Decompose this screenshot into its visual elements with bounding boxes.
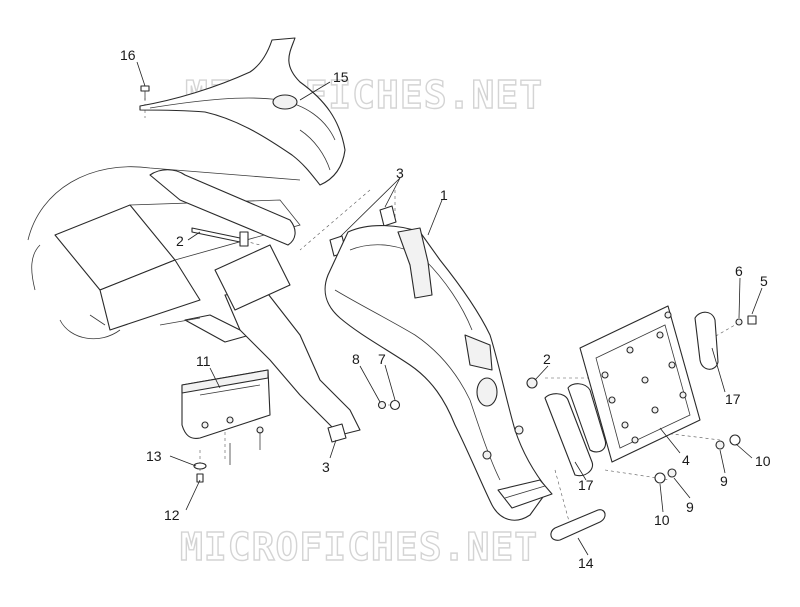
screw-part-12 [196, 473, 204, 483]
callout-9-bottom: 9 [686, 499, 694, 515]
callout-6: 6 [735, 263, 743, 279]
screw-part-5 [747, 315, 757, 325]
callout-17-center: 17 [578, 477, 594, 493]
callout-14: 14 [578, 555, 594, 571]
washer-part-10-right [729, 434, 741, 446]
callout-5: 5 [760, 273, 768, 289]
screw-part-16 [140, 85, 150, 100]
rear-cover-part-15 [139, 37, 346, 186]
nut-part-9-right [715, 440, 725, 450]
nut-part-9-bottom [667, 468, 677, 478]
rear-frame [27, 166, 361, 436]
callout-12: 12 [164, 507, 180, 523]
callout-7: 7 [378, 351, 386, 367]
nut-part-8 [377, 400, 387, 410]
leader-lines [136, 61, 763, 556]
plate-holder-part-4 [579, 305, 701, 463]
callout-2-right: 2 [543, 351, 551, 367]
mudguard-part-1 [324, 225, 553, 521]
callout-11: 11 [196, 353, 211, 369]
callout-13: 13 [146, 448, 162, 464]
nut-part-6 [735, 318, 743, 326]
callout-3-top: 3 [396, 165, 404, 181]
callout-8: 8 [352, 351, 360, 367]
washer-part-10-bottom [654, 472, 666, 484]
callout-16: 16 [120, 47, 136, 63]
callout-17-right: 17 [725, 391, 741, 407]
bolt-part-2-right [526, 377, 538, 389]
reflector-part-14 [550, 509, 606, 541]
clip-part-3-bottom [327, 423, 347, 443]
callout-3-bottom: 3 [322, 459, 330, 475]
reflector-part-17-right [694, 311, 719, 370]
callout-1: 1 [440, 187, 448, 203]
reflector-part-17-center [544, 383, 607, 477]
callout-10-bottom: 10 [654, 512, 670, 528]
callout-2-left: 2 [176, 233, 184, 249]
callout-9-right: 9 [720, 473, 728, 489]
callout-15: 15 [333, 69, 349, 85]
washer-part-13 [193, 462, 207, 470]
watermark-bottom: MICROFICHES.NET [180, 525, 538, 569]
cover-plate-part-11 [181, 369, 271, 465]
bolt-part-2-left [191, 227, 249, 247]
callout-10-right: 10 [755, 453, 771, 469]
callout-4: 4 [682, 452, 690, 468]
washer-part-7 [389, 399, 401, 411]
